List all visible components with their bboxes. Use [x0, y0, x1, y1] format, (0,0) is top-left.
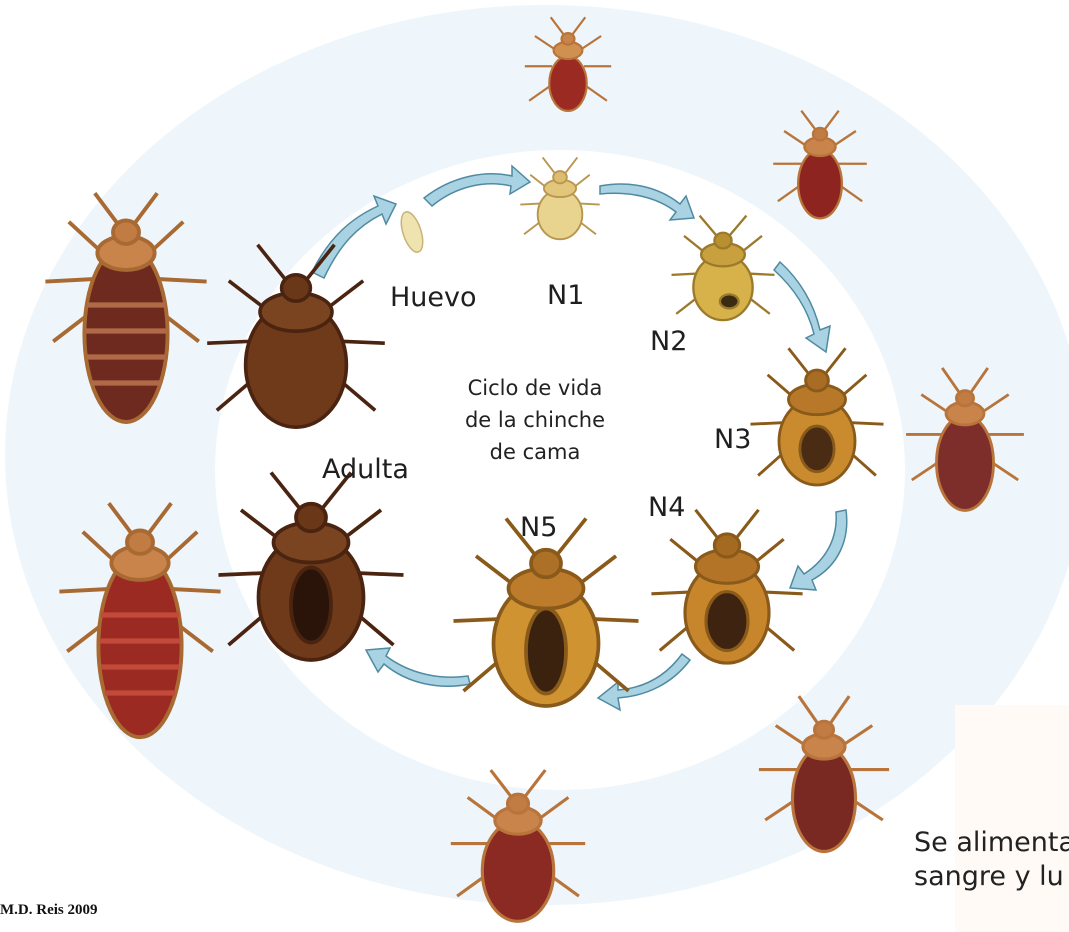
title-line-1: Ciclo de vida	[430, 372, 640, 404]
feeding-note-line-1: Se alimenta	[914, 826, 1069, 860]
label-n2: N2	[650, 328, 687, 355]
label-n4: N4	[648, 494, 685, 521]
label-n5: N5	[520, 514, 557, 541]
label-n1: N1	[547, 282, 584, 309]
feeding-note-line-2: sangre y lu	[914, 860, 1069, 894]
label-egg: Huevo	[390, 284, 477, 311]
feeding-note: Se alimenta sangre y lu	[914, 826, 1069, 894]
note-backdrop	[955, 705, 1069, 932]
label-n3: N3	[714, 426, 751, 453]
title-line-3: de cama	[430, 436, 640, 468]
title-line-2: de la chinche	[430, 404, 640, 436]
diagram-title: Ciclo de vida de la chinche de cama	[430, 372, 640, 468]
label-adult: Adulta	[322, 456, 409, 483]
credit: M.D. Reis 2009	[0, 902, 98, 919]
